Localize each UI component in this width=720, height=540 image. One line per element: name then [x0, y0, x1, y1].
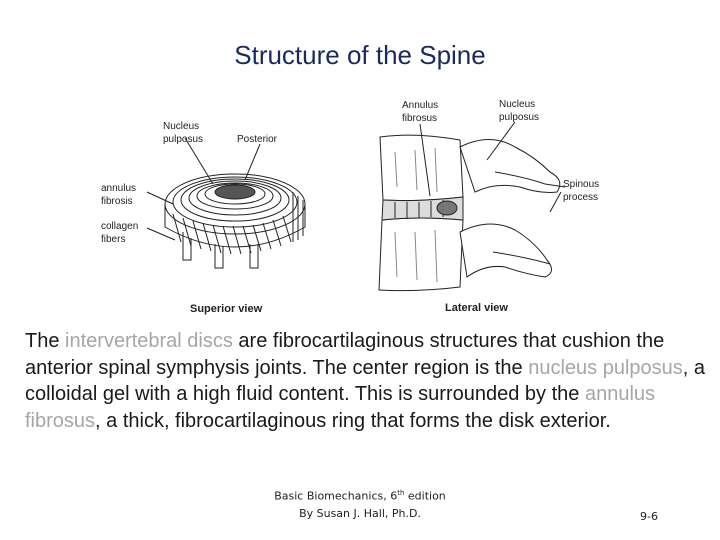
label-lateral-view: Lateral view: [445, 302, 508, 314]
term-annulus-fibrosus: annulus fibrosus: [25, 383, 656, 432]
label-nucleus-pulposus-4: pulposus: [499, 112, 539, 123]
term-intervertebral-discs: intervertebral discs: [65, 330, 233, 352]
label-spinous-process-2: process: [563, 192, 598, 203]
label-annulus-fibrosus-2: fibrosus: [402, 113, 437, 124]
label-annulus-fibrosis-2: fibrosis: [101, 196, 133, 207]
body-text-segment: The: [25, 330, 66, 352]
term-nucleus-pulposus: nucleus pulposus: [528, 356, 683, 379]
body-text-segment: are fibrocartilaginous structures that c…: [25, 330, 665, 379]
label-annulus-fibrosus-1: Annulus: [402, 100, 438, 111]
body-paragraph: The intervertebral discs are fibrocartil…: [25, 328, 705, 434]
label-collagen-fibers-1: collagen: [101, 221, 138, 232]
footer-edition-word: edition: [404, 489, 446, 503]
body-text-segment: , a colloidal gel with a high fluid cont…: [25, 356, 706, 406]
label-annulus-fibrosis-1: annulus: [101, 183, 136, 194]
label-nucleus-pulposus-1: Nucleus: [163, 121, 199, 132]
label-posterior: Posterior: [237, 134, 278, 145]
spine-diagram-svg: Nucleus pulposus Posterior annulus fibro…: [101, 99, 599, 315]
footer-line-1: Basic Biomechanics, 6th edition: [230, 485, 490, 505]
vertebrae-lateral-view: [378, 121, 566, 292]
label-nucleus-pulposus-3: Nucleus: [499, 99, 535, 110]
footer-line-2: By Susan J. Hall, Ph.D.: [299, 506, 421, 520]
label-spinous-process-1: Spinous: [563, 179, 599, 190]
label-collagen-fibers-2: fibers: [101, 234, 125, 245]
footer-citation: Basic Biomechanics, 6th edition By Susan…: [230, 485, 490, 522]
slide-title: Structure of the Spine: [234, 40, 486, 70]
label-superior-view: Superior view: [190, 303, 263, 315]
spine-diagram: Nucleus pulposus Posterior annulus fibro…: [95, 92, 610, 322]
disc-superior-view: [146, 137, 306, 269]
footer-edition-suffix: th: [397, 489, 405, 497]
page-number: 9-6: [640, 510, 658, 523]
footer-book-title: Basic Biomechanics, 6: [274, 489, 398, 503]
label-nucleus-pulposus-2: pulposus: [163, 134, 203, 145]
body-text-segment: , a thick, fibrocartilaginous ring that …: [95, 409, 611, 432]
